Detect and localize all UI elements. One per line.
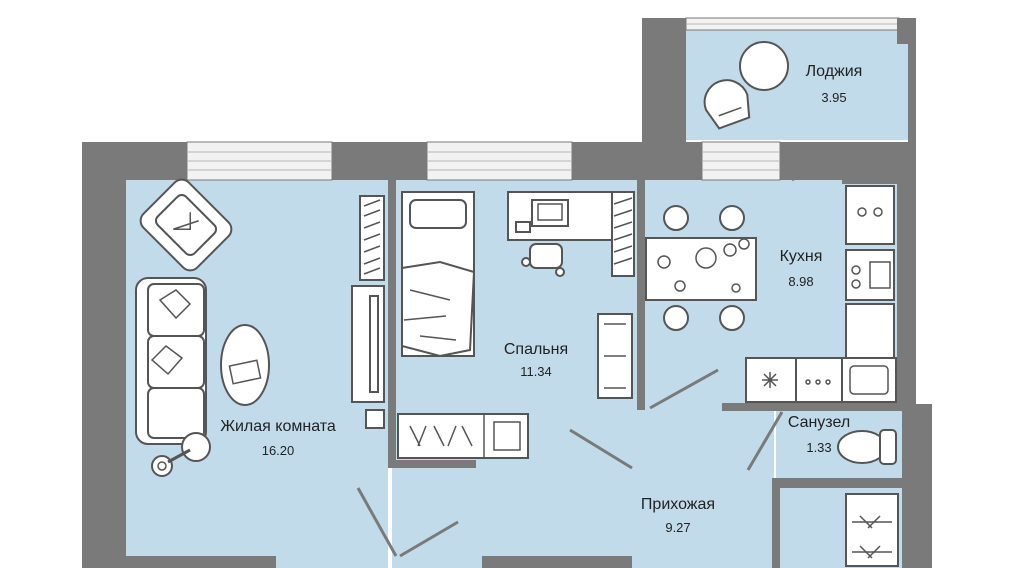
chair-icon — [663, 305, 689, 331]
door-icon — [649, 368, 719, 410]
window-icon — [685, 17, 900, 31]
bedroom-furniture — [397, 191, 635, 459]
room-name-kitchen: Кухня — [780, 248, 823, 265]
cabinet-icon — [845, 303, 895, 359]
chair-icon — [719, 305, 745, 331]
loggia-furniture — [703, 41, 789, 130]
room-name-bedroom: Спальня — [504, 341, 568, 358]
bookshelf-icon — [611, 191, 635, 277]
chair-icon — [663, 205, 689, 231]
tv-stand-icon — [351, 285, 385, 429]
sink-icon — [841, 357, 897, 403]
round-table-icon — [739, 41, 789, 91]
window-icon — [186, 141, 333, 181]
windows — [186, 17, 900, 181]
kitchen-furniture — [645, 185, 897, 403]
washing-machine-icon — [845, 493, 899, 567]
room-name-living: Жилая комната — [220, 418, 336, 435]
armchair-icon — [139, 178, 233, 272]
door-icon — [569, 428, 633, 470]
doors — [356, 146, 843, 558]
room-area-bedroom: 11.34 — [520, 364, 552, 379]
chair-icon — [719, 205, 745, 231]
fridge-icon — [845, 185, 895, 245]
sofa-icon — [135, 277, 207, 445]
walls — [82, 18, 932, 568]
bathroom-furniture — [837, 429, 899, 567]
lounge-chair-icon — [703, 79, 751, 130]
toilet-icon — [837, 429, 897, 465]
door-icon — [356, 487, 398, 557]
drying-rack-icon — [597, 313, 633, 399]
bookshelf-icon — [359, 195, 385, 281]
window-icon — [701, 141, 781, 181]
office-chair-icon — [521, 243, 565, 277]
room-labels: Лоджия 3.95 Кухня 8.98 Спальня 11.34 Жил… — [220, 63, 862, 535]
room-area-loggia: 3.95 — [821, 90, 846, 105]
laptop-icon — [515, 199, 569, 233]
room-name-loggia: Лоджия — [806, 63, 863, 80]
floor-lamp-icon — [151, 432, 211, 477]
dining-table-icon — [645, 237, 757, 301]
stove-icon — [745, 357, 797, 403]
ottoman-icon — [220, 324, 270, 406]
door-icon — [746, 411, 784, 471]
cabinet-icon — [795, 357, 843, 403]
living-furniture — [135, 178, 385, 477]
room-name-hallway: Прихожая — [641, 496, 715, 513]
room-area-hallway: 9.27 — [665, 520, 690, 535]
bed-icon — [401, 191, 476, 358]
door-icon — [399, 520, 459, 558]
window-icon — [426, 141, 573, 181]
wardrobe-icon — [397, 413, 529, 459]
door-icon — [791, 146, 843, 182]
stove-icon — [845, 249, 895, 301]
room-area-kitchen: 8.98 — [788, 274, 813, 289]
room-area-bathroom: 1.33 — [806, 440, 831, 455]
room-area-living: 16.20 — [262, 443, 295, 458]
room-name-bathroom: Санузел — [788, 414, 850, 431]
